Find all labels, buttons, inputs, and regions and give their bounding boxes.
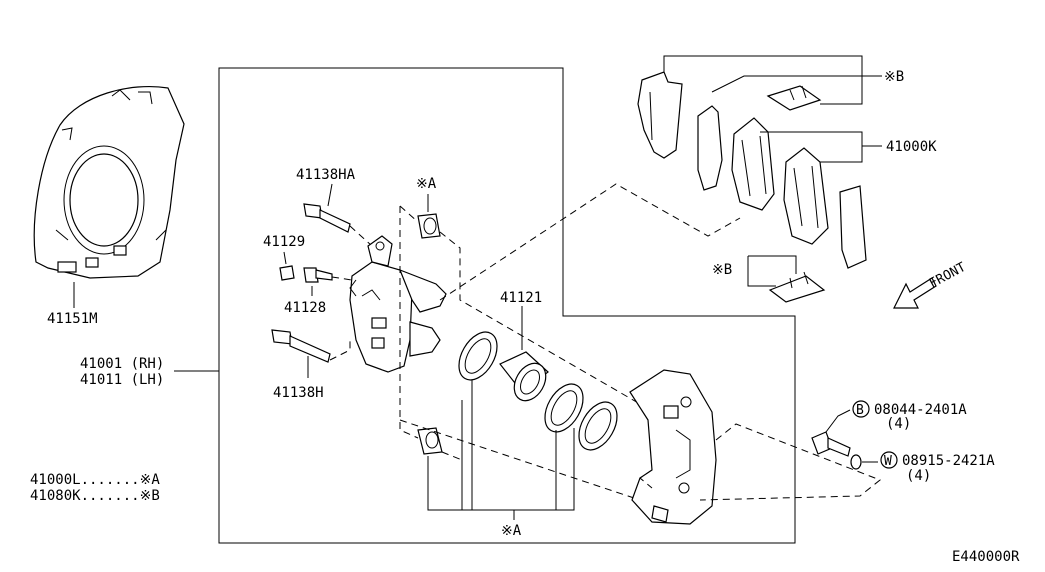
legend-row-b: 41080K.......※B	[30, 488, 160, 504]
shim-inner-part	[697, 105, 723, 191]
piston-kit-label: 41121	[500, 290, 542, 306]
washer-part-label: 08915-2421A	[902, 453, 995, 469]
pin-bolt-upper-part	[303, 203, 351, 233]
legend-b-ref: ※B	[140, 488, 160, 504]
pad-clip-lower-part	[768, 271, 826, 303]
bleeder-screw-part	[303, 267, 333, 283]
legend-a-dots: .......	[81, 472, 140, 488]
kit-legend: 41000L.......※A 41080K.......※B	[30, 472, 160, 504]
dust-boot-ring-1-part	[544, 383, 584, 433]
kit-ref-b-top-label: ※B	[884, 69, 904, 85]
kit-ref-a-top-label: ※A	[416, 176, 437, 192]
diagram-code: E440000R	[952, 549, 1020, 565]
pin-bolt-lower-part	[271, 329, 331, 363]
pad-clip-upper-part	[766, 85, 822, 111]
boot-lower-part	[417, 427, 443, 455]
pin-bolt-lower-label: 41138H	[273, 385, 324, 401]
washer-circle-w-icon: W	[880, 451, 898, 469]
caliper-lh-label: 41011 (LH)	[80, 372, 164, 388]
legend-a-part: 41000L	[30, 472, 81, 488]
dust-boot-ring-2-part	[578, 401, 618, 451]
mounting-bolt-part	[811, 431, 851, 457]
shim-outer-part	[637, 71, 683, 159]
shim-rear-part	[839, 185, 867, 269]
circle-w-letter: W	[884, 454, 892, 469]
bleeder-cap-part	[279, 265, 295, 281]
kit-ref-a-bottom-label: ※A	[501, 523, 522, 539]
dust-shield-part	[33, 85, 185, 279]
legend-b-part: 41080K	[30, 488, 81, 504]
legend-b-dots: .......	[81, 488, 140, 504]
shield-label: 41151M	[47, 311, 98, 327]
washer-qty-label: (4)	[906, 468, 931, 484]
front-label: FRONT	[927, 260, 969, 292]
brake-pad-inner-part	[783, 147, 829, 245]
bolt-circle-b-icon: B	[852, 400, 870, 418]
boot-upper-part	[417, 213, 441, 239]
torque-member-part	[629, 369, 717, 525]
piston-seal-ring-part	[458, 331, 498, 381]
bolt-part-label: 08044-2401A	[874, 402, 967, 418]
pin-bolt-upper-label: 41138HA	[296, 167, 356, 183]
circle-b-letter: B	[856, 403, 864, 418]
caliper-rh-label: 41001 (RH)	[80, 356, 164, 372]
bolt-qty-label: (4)	[886, 416, 911, 432]
legend-a-ref: ※A	[140, 472, 161, 488]
legend-row-a: 41000L.......※A	[30, 472, 160, 488]
brake-pad-outer-part	[731, 117, 775, 211]
front-arrow-icon	[893, 277, 937, 309]
bleeder-cap-label: 41129	[263, 234, 305, 250]
kit-ref-b-mid-label: ※B	[712, 262, 732, 278]
pad-kit-label: 41000K	[886, 139, 937, 155]
bleeder-screw-label: 41128	[284, 300, 326, 316]
piston-part	[499, 351, 549, 402]
caliper-body-part	[349, 235, 447, 373]
caliper-assembly-frame	[218, 67, 796, 544]
washer-part	[850, 454, 862, 470]
